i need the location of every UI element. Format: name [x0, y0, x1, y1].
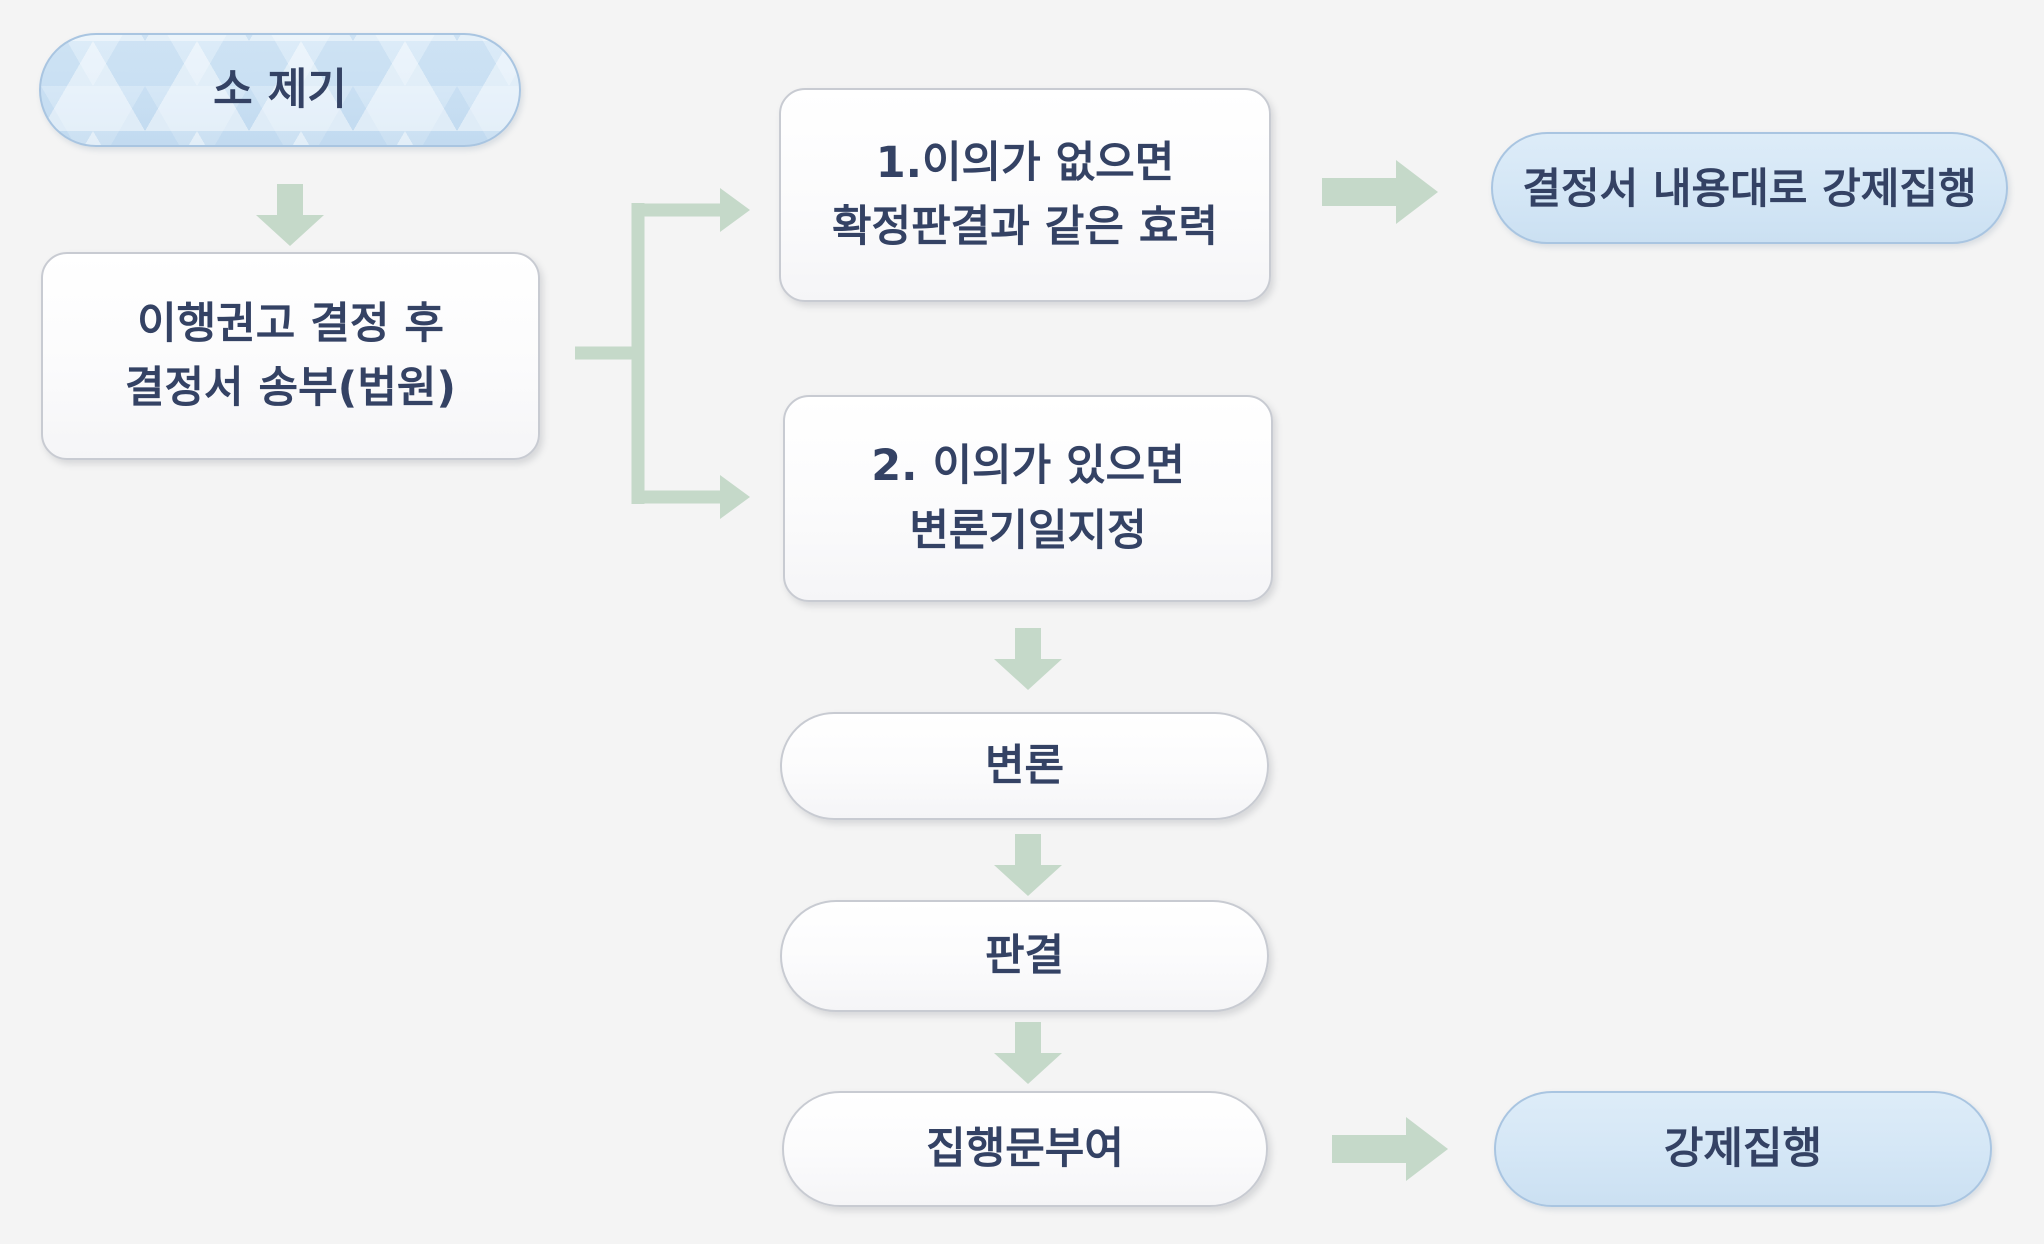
node-execution-clause: 집행문부여: [782, 1091, 1268, 1207]
node-enforcement-per-decision-label: 결정서 내용대로 강제집행: [1522, 163, 1977, 213]
branch-connector-icon: [575, 188, 750, 519]
node-enforcement: 강제집행: [1494, 1091, 1992, 1207]
node-no-objection-line2: 확정판결과 같은 효력: [832, 202, 1218, 252]
node-performance-recommendation-line2: 결정서 송부(법원): [124, 363, 457, 413]
node-performance-recommendation-line1: 이행권고 결정 후: [137, 298, 444, 349]
node-judgment: 판결: [780, 900, 1269, 1012]
node-enforcement-label: 강제집행: [1663, 1123, 1823, 1174]
node-objection: 2. 이의가 있으면 변론기일지정: [783, 395, 1273, 602]
node-objection-line2: 변론기일지정: [909, 505, 1147, 556]
node-pleading: 변론: [780, 712, 1269, 820]
node-no-objection-line1: 1.이의가 없으면: [875, 137, 1175, 188]
node-execution-clause-label: 집행문부여: [926, 1123, 1124, 1174]
down-arrow-icon: [256, 184, 324, 246]
right-arrow-icon: [1332, 1117, 1448, 1181]
node-objection-line1: 2. 이의가 있으면: [871, 441, 1185, 491]
node-judgment-label: 판결: [984, 930, 1065, 981]
down-arrow-icon: [994, 1022, 1062, 1084]
node-lawsuit-filing-label: 소 제기: [213, 64, 347, 115]
right-arrow-icon: [1322, 160, 1438, 224]
down-arrow-icon: [994, 628, 1062, 690]
node-performance-recommendation: 이행권고 결정 후 결정서 송부(법원): [41, 252, 540, 460]
down-arrow-icon: [994, 834, 1062, 896]
node-no-objection: 1.이의가 없으면 확정판결과 같은 효력: [779, 88, 1271, 302]
node-lawsuit-filing: 소 제기: [39, 33, 521, 147]
node-pleading-label: 변론: [984, 740, 1065, 791]
node-enforcement-per-decision: 결정서 내용대로 강제집행: [1491, 132, 2008, 244]
